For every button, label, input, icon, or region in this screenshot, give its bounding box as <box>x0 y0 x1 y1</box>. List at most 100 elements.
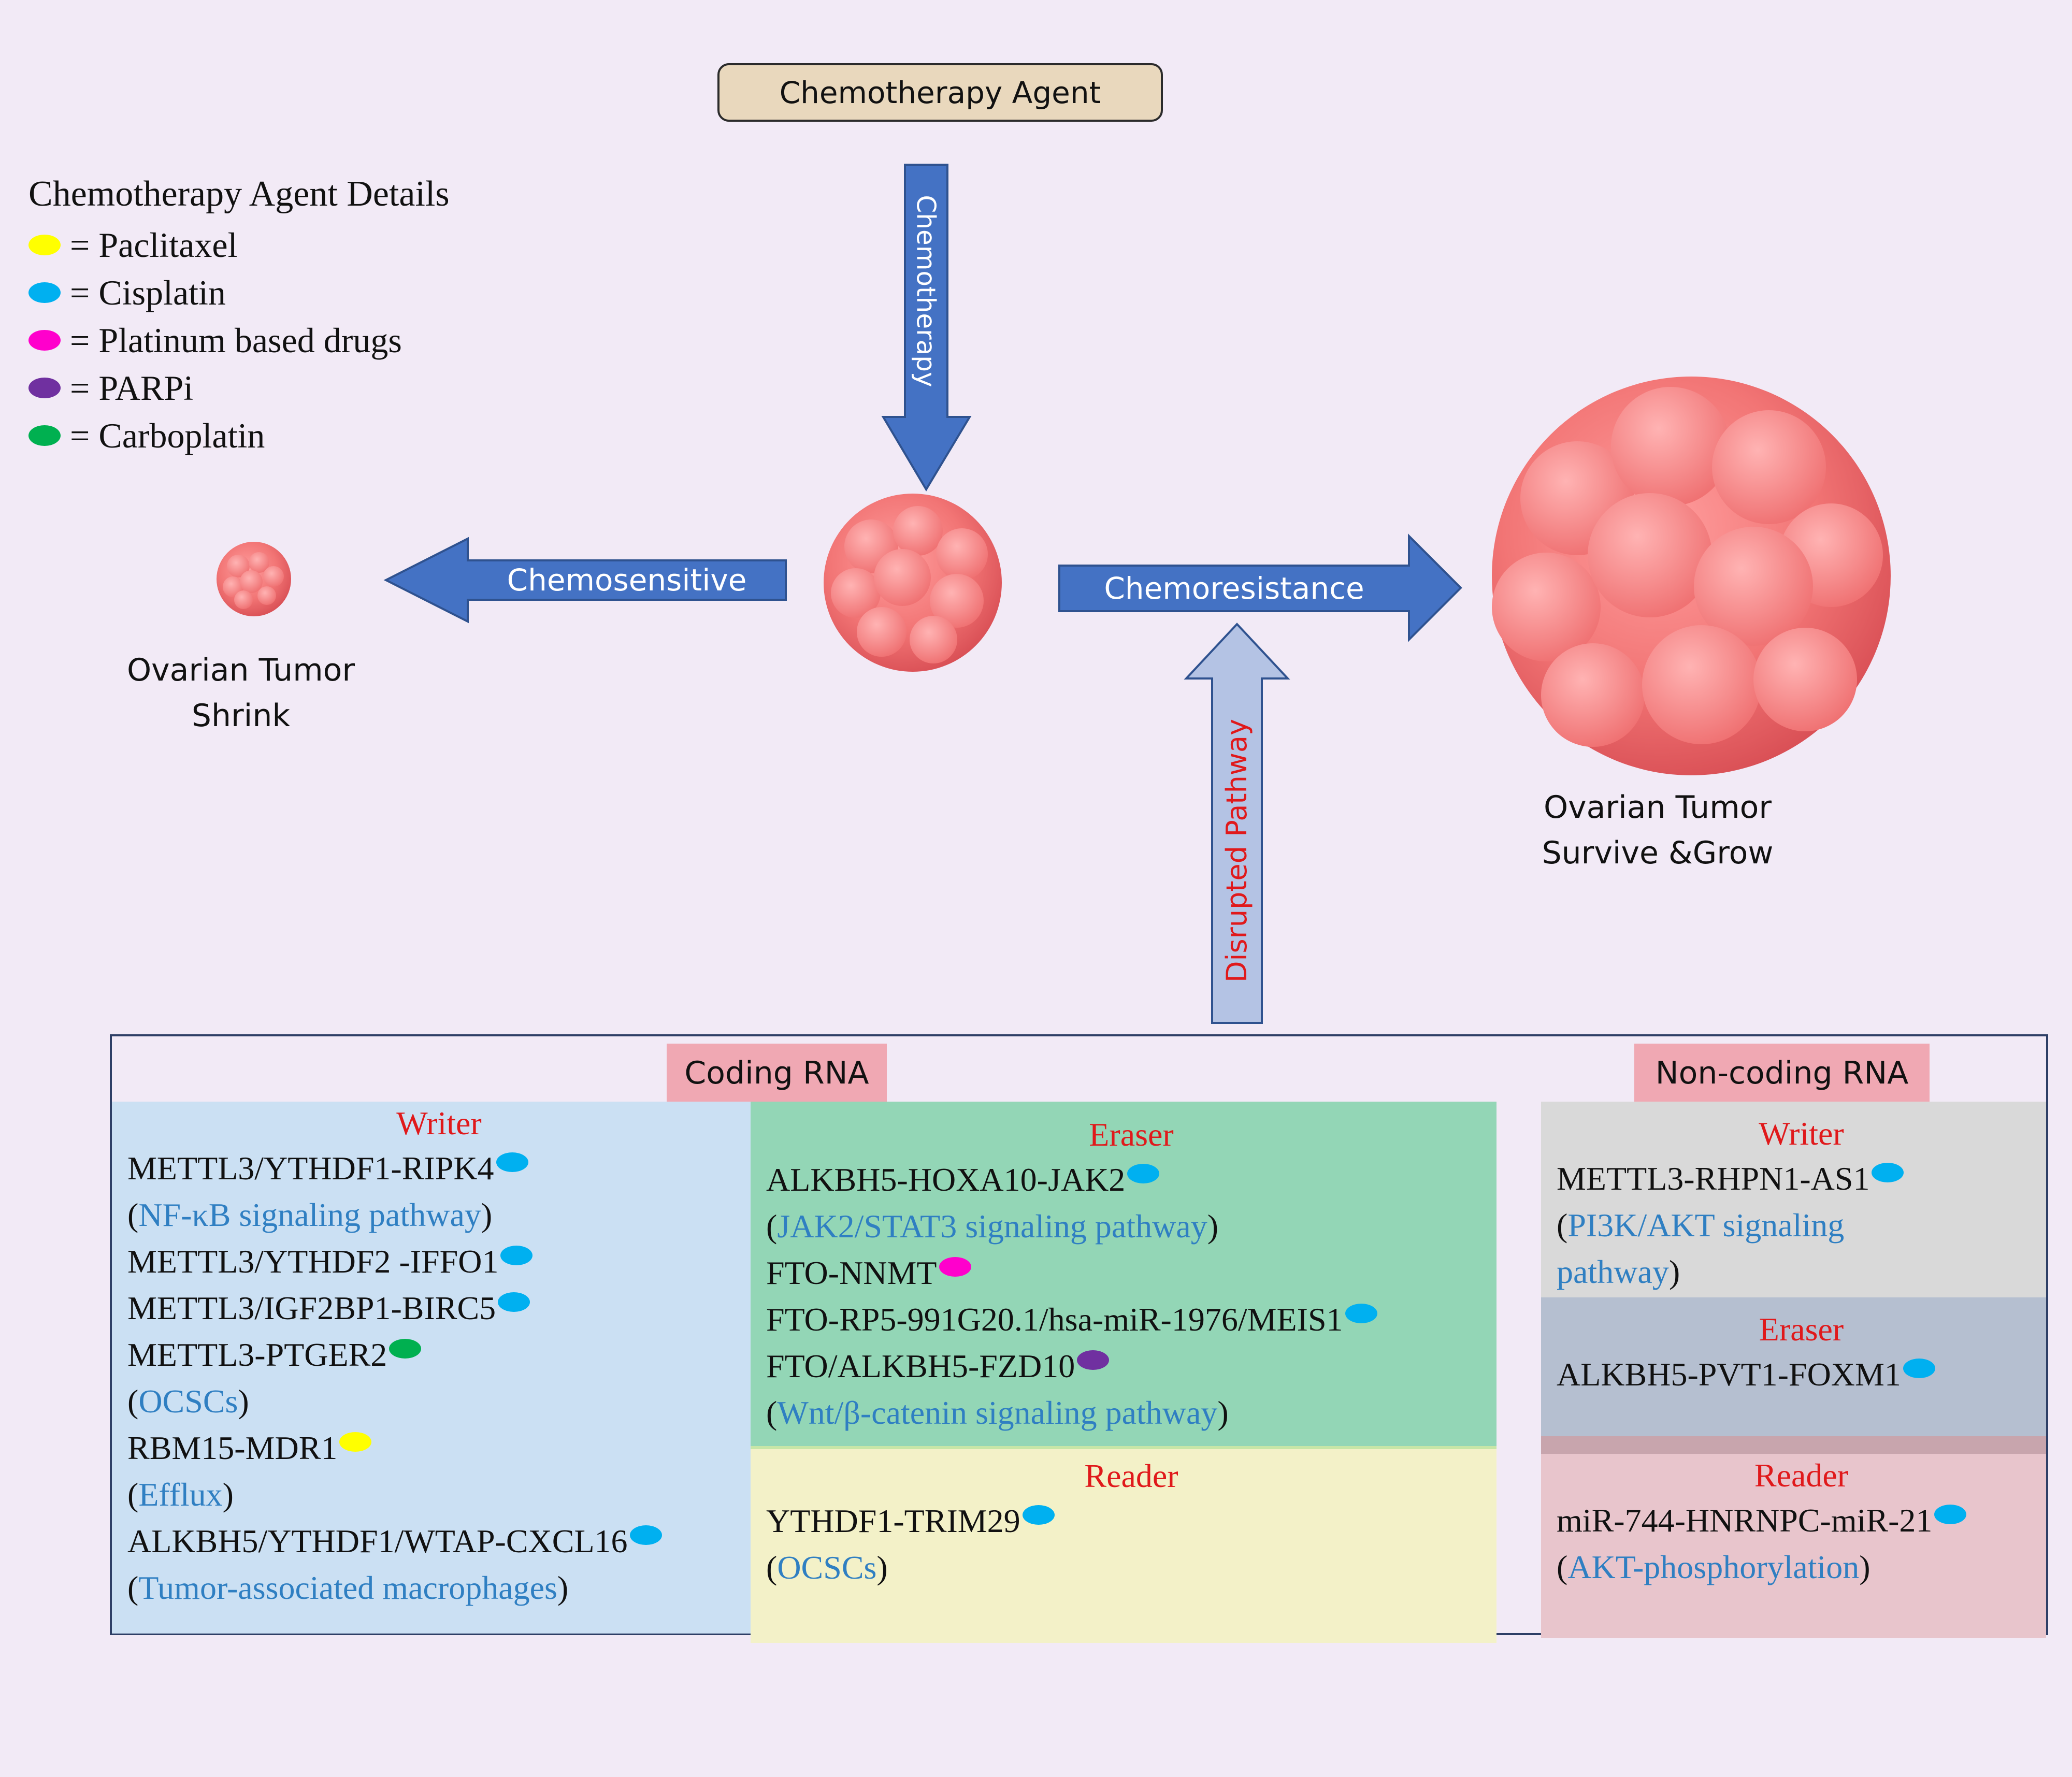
gene-axis-text: ALKBH5/YTHDF1/WTAP-CXCL16 <box>127 1523 628 1559</box>
medium-tumor-icon <box>824 494 1002 672</box>
paren-close: ) <box>1859 1549 1870 1585</box>
drug-marker-icon <box>498 1292 530 1312</box>
pathway-text: Wnt/β-catenin signaling pathway <box>777 1394 1218 1431</box>
drug-marker-icon <box>1077 1350 1110 1370</box>
shrink-caption: Ovarian Tumor Shrink <box>93 647 388 739</box>
pathway-line: (OCSCs) <box>127 1378 751 1425</box>
legend-dot-icon <box>28 235 61 255</box>
pathway-text: OCSCs <box>138 1383 238 1420</box>
legend-item: = PARPi <box>28 364 450 412</box>
drug-marker-icon <box>1022 1505 1055 1525</box>
coding-eraser-title: Eraser <box>1089 1116 1174 1153</box>
noncoding-eraser-title: Eraser <box>1759 1311 1844 1348</box>
pathway-line: METTL3/IGF2BP1-BIRC5 <box>127 1285 751 1332</box>
paren-close: ) <box>238 1383 249 1420</box>
legend-item-label: = Paclitaxel <box>70 225 238 265</box>
chemoresistance-arrow <box>1058 533 1462 642</box>
disrupted-label-wrap: Disrupted Pathway <box>1212 678 1262 1023</box>
chemoresistance-label: Chemoresistance <box>1104 571 1364 606</box>
pathway-line: pathway) <box>1557 1249 2046 1295</box>
noncoding-rna-tag: Non-coding RNA <box>1634 1044 1930 1102</box>
pathway-line: FTO-NNMT <box>766 1250 1497 1296</box>
drug-marker-icon <box>1903 1359 1935 1379</box>
gene-axis-text: METTL3/YTHDF1-RIPK4 <box>127 1150 494 1187</box>
coding-rna-tag: Coding RNA <box>667 1044 887 1102</box>
chemotherapy-agent-box: Chemotherapy Agent <box>717 63 1163 122</box>
gene-axis-text: RBM15-MDR1 <box>127 1429 338 1466</box>
chemotherapy-label: Chemotherapy <box>911 194 941 387</box>
pathway-line: (Tumor-associated macrophages) <box>127 1565 751 1611</box>
legend-item: = Paclitaxel <box>28 221 450 269</box>
drug-marker-icon <box>939 1257 971 1277</box>
coding-eraser-cell: Eraser ALKBH5-HOXA10-JAK2(JAK2/STAT3 sig… <box>751 1102 1497 1446</box>
noncoding-reader-cell: Reader miR-744-HNRNPC-miR-21(AKT-phospho… <box>1541 1436 2046 1638</box>
small-tumor-icon <box>217 542 291 616</box>
noncoding-writer-title: Writer <box>1759 1115 1844 1152</box>
legend-item-label: = Platinum based drugs <box>70 320 402 360</box>
pathway-text: PI3K/AKT signaling <box>1567 1207 1845 1244</box>
legend-item: = Cisplatin <box>28 269 450 316</box>
paren-close: ) <box>876 1549 888 1586</box>
noncoding-reader-lines: miR-744-HNRNPC-miR-21(AKT-phosphorylatio… <box>1557 1497 2046 1591</box>
drug-marker-icon <box>1345 1304 1377 1324</box>
chemotherapy-arrow <box>881 164 972 492</box>
drug-marker-icon <box>629 1525 662 1545</box>
coding-reader-cell: Reader YTHDF1-TRIM29(OCSCs) <box>751 1446 1497 1643</box>
gene-axis-text: FTO-RP5-991G20.1/hsa-miR-1976/MEIS1 <box>766 1301 1343 1338</box>
gene-axis-text: ALKBH5-PVT1-FOXM1 <box>1557 1356 1901 1393</box>
legend-dot-icon <box>28 425 61 446</box>
pathway-line: (AKT-phosphorylation) <box>1557 1544 2046 1591</box>
disrupted-pathway-label: Disrupted Pathway <box>1220 718 1254 983</box>
paren-open: ( <box>127 1196 139 1233</box>
pathway-line: (OCSCs) <box>766 1544 1497 1591</box>
pathway-text: OCSCs <box>777 1549 877 1586</box>
coding-reader-lines: YTHDF1-TRIM29(OCSCs) <box>766 1498 1497 1591</box>
legend-dot-icon <box>28 282 61 303</box>
drug-marker-icon <box>339 1432 372 1452</box>
gene-axis-text: FTO-NNMT <box>766 1254 937 1291</box>
pathway-line: miR-744-HNRNPC-miR-21 <box>1557 1497 2046 1544</box>
grow-caption: Ovarian Tumor Survive &Grow <box>1513 785 1803 876</box>
drug-marker-icon <box>500 1246 533 1266</box>
legend-item: = Carboplatin <box>28 412 450 459</box>
coding-writer-title: Writer <box>396 1105 482 1142</box>
large-tumor-icon <box>1492 377 1891 775</box>
drug-marker-icon <box>1872 1163 1904 1183</box>
paren-open: ( <box>766 1208 778 1245</box>
gene-axis-text: ALKBH5-HOXA10-JAK2 <box>766 1161 1126 1198</box>
chemosensitive-arrow <box>383 537 787 624</box>
paren-open: ( <box>766 1549 778 1586</box>
noncoding-reader-title: Reader <box>1754 1457 1849 1494</box>
paren-close: ) <box>222 1476 234 1513</box>
legend-title: Chemotherapy Agent Details <box>28 174 450 214</box>
shrink-caption-line1: Ovarian Tumor <box>126 652 355 688</box>
legend-dot-icon <box>28 330 61 351</box>
paren-close: ) <box>1207 1208 1218 1245</box>
drug-marker-icon <box>496 1152 528 1173</box>
noncoding-rna-tag-label: Non-coding RNA <box>1655 1054 1909 1091</box>
noncoding-writer-cell: Writer METTL3-RHPN1-AS1 (PI3K/AKT signali… <box>1541 1102 2046 1297</box>
pathway-line: FTO-RP5-991G20.1/hsa-miR-1976/MEIS1 <box>766 1296 1497 1343</box>
chemotherapy-agent-label: Chemotherapy Agent <box>779 75 1101 110</box>
pathway-text: pathway <box>1557 1253 1669 1290</box>
legend-item: = Platinum based drugs <box>28 316 450 364</box>
paren-close: ) <box>1668 1253 1680 1290</box>
paren-open: ( <box>1557 1549 1568 1585</box>
gene-axis-text: FTO/ALKBH5-FZD10 <box>766 1348 1075 1384</box>
noncoding-eraser-cell: Eraser ALKBH5-PVT1-FOXM1 <box>1541 1297 2046 1436</box>
pathway-line: ALKBH5-PVT1-FOXM1 <box>1557 1351 2046 1398</box>
paren-close: ) <box>557 1569 569 1606</box>
coding-eraser-lines: ALKBH5-HOXA10-JAK2(JAK2/STAT3 signaling … <box>766 1157 1497 1436</box>
legend-item-label: = Cisplatin <box>70 272 226 312</box>
pathway-text: Efflux <box>138 1476 223 1513</box>
legend-item-label: = Carboplatin <box>70 415 265 455</box>
coding-reader-title: Reader <box>1084 1457 1178 1494</box>
pathway-line: METTL3-RHPN1-AS1 <box>1557 1155 2046 1202</box>
pathway-line: (PI3K/AKT signaling <box>1557 1202 2046 1249</box>
pathway-text: NF-κB signaling pathway <box>138 1196 481 1233</box>
gene-axis-text: METTL3-RHPN1-AS1 <box>1557 1160 1870 1197</box>
pathway-line: (NF-κB signaling pathway) <box>127 1192 751 1238</box>
paren-close: ) <box>1217 1394 1229 1431</box>
pathway-line: METTL3/YTHDF1-RIPK4 <box>127 1145 751 1192</box>
